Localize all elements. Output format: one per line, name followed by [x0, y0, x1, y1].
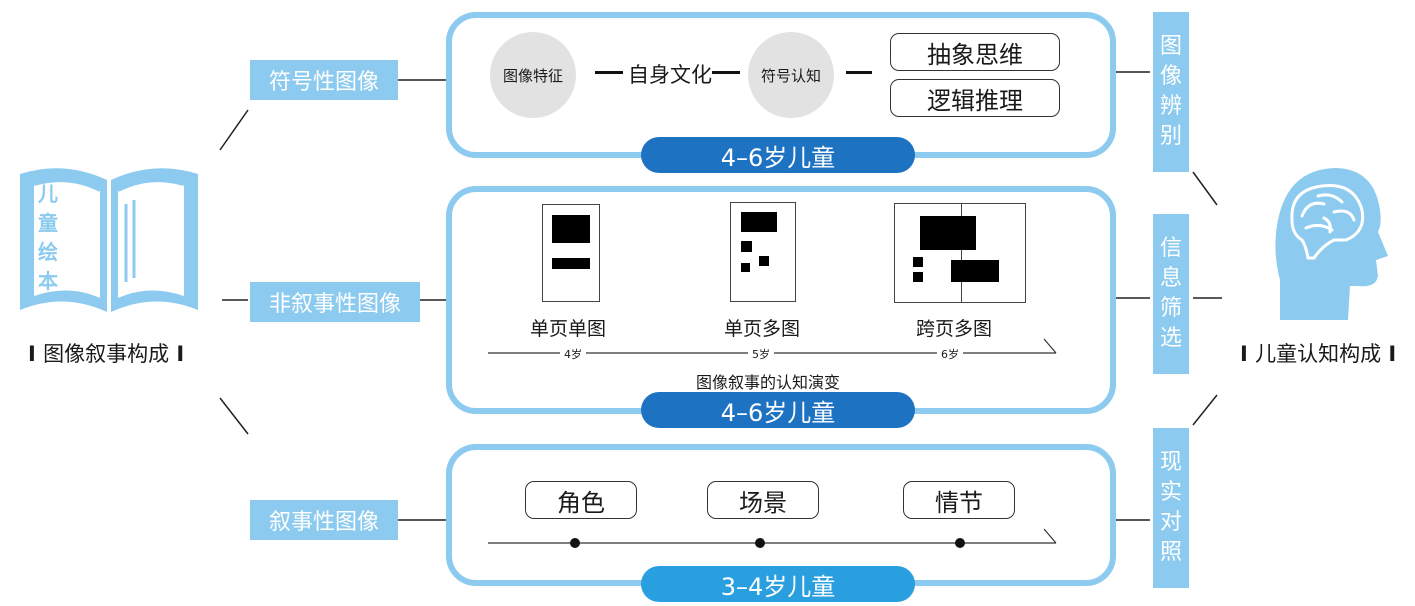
- symbol-cognition-circle: 符号认知: [748, 32, 834, 118]
- element-box-scene: 场景: [707, 481, 819, 519]
- age-badge: 4–6岁儿童: [641, 392, 915, 428]
- connector-dash: [595, 71, 623, 74]
- non-narrative-image-label: 非叙事性图像: [250, 282, 420, 322]
- age-tick: 6岁: [937, 346, 963, 362]
- axis-caption: 图像叙事的认知演变: [696, 373, 841, 392]
- connector-dash: [712, 71, 740, 74]
- age-tick: 5岁: [748, 346, 774, 362]
- self-culture-label: 自身文化: [628, 63, 712, 87]
- child-head-brain-icon: [1262, 160, 1392, 320]
- right-caption: I 儿童认知构成 I: [1240, 342, 1397, 366]
- element-box-character: 角色: [525, 481, 637, 519]
- book-cover-title: 儿 童 绘 本: [30, 178, 66, 293]
- spread-multi-image-icon: [894, 203, 1026, 303]
- image-recognition-label: 图像 辨别: [1153, 12, 1189, 172]
- image-feature-circle: 图像特征: [490, 32, 576, 118]
- stage-label: 单页单图: [530, 318, 607, 340]
- stage-label: 单页多图: [724, 318, 801, 340]
- element-box-plot: 情节: [903, 481, 1015, 519]
- reality-comparison-label: 现实 对照: [1153, 428, 1189, 588]
- book-title-char: 绘: [38, 240, 58, 264]
- symbolic-image-label: 符号性图像: [250, 60, 398, 100]
- book-title-char: 童: [38, 211, 58, 235]
- narrative-image-label: 叙事性图像: [250, 500, 398, 540]
- book-title-char: 本: [38, 269, 58, 293]
- age-tick: 4岁: [560, 346, 586, 362]
- information-filtering-label: 信息 筛选: [1153, 214, 1189, 374]
- left-caption: I 图像叙事构成 I: [28, 342, 185, 366]
- single-page-single-image-icon: [542, 204, 600, 302]
- age-badge: 4–6岁儿童: [641, 137, 915, 173]
- abstract-thinking-box: 抽象思维: [890, 33, 1060, 71]
- logical-reasoning-box: 逻辑推理: [890, 79, 1060, 117]
- connector-dash: [846, 71, 872, 74]
- stage-label: 跨页多图: [916, 318, 993, 340]
- age-badge: 3–4岁儿童: [641, 566, 915, 602]
- book-title-char: 儿: [38, 182, 58, 206]
- picture-book-icon: [14, 160, 204, 320]
- single-page-multi-image-icon: [730, 202, 796, 302]
